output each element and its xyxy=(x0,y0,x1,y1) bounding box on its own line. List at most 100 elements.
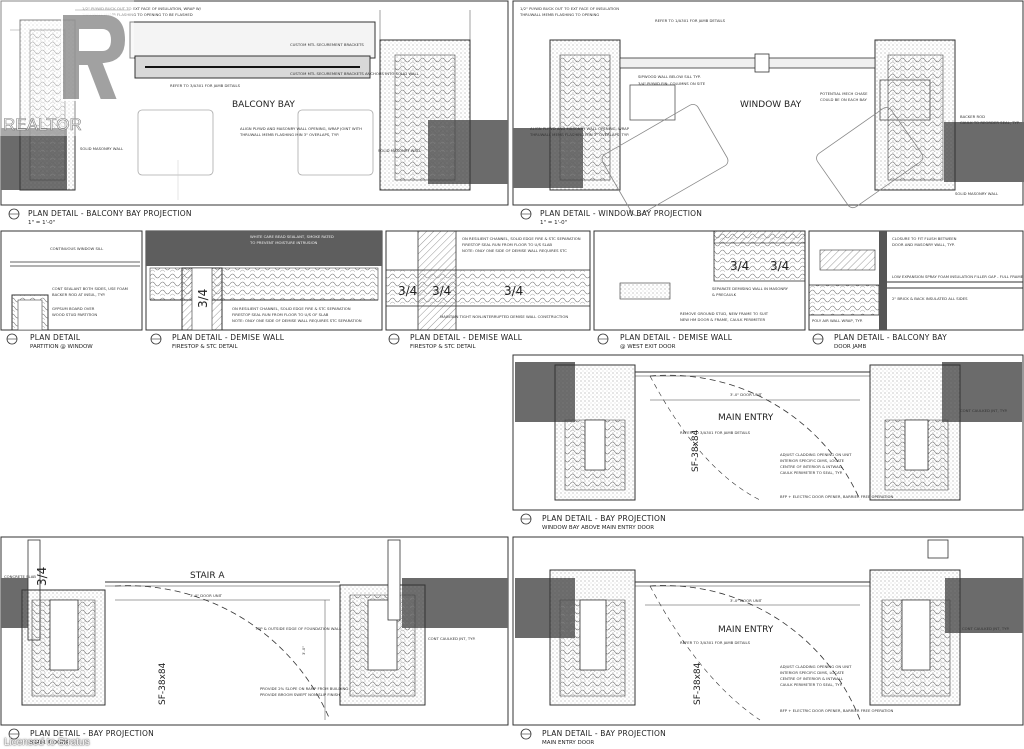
svg-text:SOLID MASONRY WALL: SOLID MASONRY WALL xyxy=(378,148,422,153)
svg-text:CLOSURE TO FIT FLUSH BETWEEN: CLOSURE TO FIT FLUSH BETWEEN xyxy=(892,236,957,241)
detail-title-7: PLAN DETAIL - BALCONY BAY xyxy=(834,333,947,342)
detail-subtitle-7: DOOR JAMB xyxy=(834,344,866,350)
svg-text:CONCRETE SLAB: CONCRETE SLAB xyxy=(4,574,36,579)
svg-text:THRUWALL MEMB FLASHING MIN 3": THRUWALL MEMB FLASHING MIN 3" OVERLAPS, … xyxy=(239,132,339,137)
detail-subtitle-8: WINDOW BAY ABOVE MAIN ENTRY DOOR xyxy=(542,525,654,531)
svg-text:ON RESILIENT CHANNEL, SOLID ED: ON RESILIENT CHANNEL, SOLID EDGE FIRE & … xyxy=(232,306,351,311)
panel-partition-at-window: CONTINUOUS WINDOW SILL CONT SEALANT BOTH… xyxy=(0,230,143,350)
door-tag: SF-38x84 xyxy=(691,429,701,472)
svg-text:POLY AIR WALL WRAP, TYP.: POLY AIR WALL WRAP, TYP. xyxy=(812,318,863,323)
detail-subtitle-9: STAIR A DOOR xyxy=(30,740,70,746)
realtor-logo: REALTOR ® xyxy=(0,0,134,136)
svg-text:CUSTOM MTL SECUREMENT BRACKETS: CUSTOM MTL SECUREMENT BRACKETS ANCHORS I… xyxy=(290,71,420,76)
detail-subtitle-10: MAIN ENTRY DOOR xyxy=(542,740,594,746)
registered-mark-icon: ® xyxy=(116,115,123,123)
panel-balcony-bay-door-jamb: CLOSURE TO FIT FLUSH BETWEEN DOOR AND MA… xyxy=(808,230,1024,350)
fraction-label: 3/4 xyxy=(730,259,749,273)
svg-text:BACKER ROD AT INSUL, TYP.: BACKER ROD AT INSUL, TYP. xyxy=(52,292,105,297)
svg-text:FIRESTOP SEAL RUN FROM FLOOR T: FIRESTOP SEAL RUN FROM FLOOR TO U/S SLAB xyxy=(462,242,552,247)
door-tag: SF-38x84 xyxy=(693,662,703,705)
svg-text:CONT CAULKED JNT, TYP.: CONT CAULKED JNT, TYP. xyxy=(428,636,476,641)
panel-balcony-bay-projection: BALCONY BAY CUSTOM MTL SECUREMENT BRACKE… xyxy=(0,0,509,226)
svg-text:SOLID MASONRY WALL: SOLID MASONRY WALL xyxy=(955,191,999,196)
detail-title-1: PLAN DETAIL - BALCONY BAY PROJECTION xyxy=(28,209,192,218)
panel-demise-wall-west-exit-door: 3/4 3/4 SEPARATE DEMISING WALL IN MASONR… xyxy=(593,230,806,350)
dimension-door: 3'-0" DOOR UNIT xyxy=(190,593,223,598)
detail-subtitle-5: FIRESTOP & STC DETAIL xyxy=(410,344,477,350)
svg-text:WOOD STUD PARTITION: WOOD STUD PARTITION xyxy=(52,312,97,317)
svg-text:3/4" PLYWD FIN: COLUMNS ON SIT: 3/4" PLYWD FIN: COLUMNS ON SITE xyxy=(638,81,706,86)
fraction-label: 3/4 xyxy=(770,259,789,273)
svg-text:DOOR AND MASONRY WALL, TYP.: DOOR AND MASONRY WALL, TYP. xyxy=(892,242,955,247)
panel-bay-projection-stair-a: 3/4 STAIR A SF-38x84 3'-0" DOOR UNIT 3'-… xyxy=(0,536,509,746)
svg-text:BFP + ELECTRIC DOOR OPENER, BA: BFP + ELECTRIC DOOR OPENER, BARRIER FREE… xyxy=(780,708,893,713)
svg-text:LOW EXPANSION SPRAY FOAM INSUL: LOW EXPANSION SPRAY FOAM INSULATION FILL… xyxy=(892,274,1024,279)
svg-text:SEPARATE DEMISING WALL IN MASO: SEPARATE DEMISING WALL IN MASONRY xyxy=(712,286,789,291)
detail-title-3: PLAN DETAIL xyxy=(30,333,81,342)
svg-text:ALIGN PLYWD AND MASONRY WALL O: ALIGN PLYWD AND MASONRY WALL OPENING, WR… xyxy=(240,126,362,131)
detail-title-6: PLAN DETAIL - DEMISE WALL xyxy=(620,333,733,342)
detail-title-2: PLAN DETAIL - WINDOW BAY PROJECTION xyxy=(540,209,702,218)
svg-text:WHITE CARE BEAD SEALANT, SMOKE: WHITE CARE BEAD SEALANT, SMOKE RATED xyxy=(250,234,334,239)
svg-text:COULD BE ON EACH BAY: COULD BE ON EACH BAY xyxy=(820,97,867,102)
svg-text:SOLID MASONRY WALL: SOLID MASONRY WALL xyxy=(80,146,124,151)
svg-text:CAULK PERIMETER TO SEAL, TYP.: CAULK PERIMETER TO SEAL, TYP. xyxy=(780,470,843,475)
svg-text:FIRESTOP SEAL RUN FROM FLOOR T: FIRESTOP SEAL RUN FROM FLOOR TO U/S OF S… xyxy=(232,312,329,317)
svg-text:CONT SEALANT BOTH SIDES, USE F: CONT SEALANT BOTH SIDES, USE FOAM xyxy=(52,286,128,291)
svg-text:REMOVE GROUND STUD, NEW FRAME: REMOVE GROUND STUD, NEW FRAME TO SUIT xyxy=(680,311,769,316)
svg-text:THRUWALL MEMB FLASHING TO OPEN: THRUWALL MEMB FLASHING TO OPENING TO BE … xyxy=(81,12,193,17)
fraction-label: 3/4 xyxy=(432,284,451,298)
panel-demise-wall-firestop-1: 3/4 WHITE CARE BEAD SEALANT, SMOKE RATED… xyxy=(145,230,383,350)
svg-text:INTERIOR SPECIFIC DIMS, LOCATE: INTERIOR SPECIFIC DIMS, LOCATE xyxy=(780,458,845,463)
svg-text:REFER TO 1/A301 FOR JAMB DETAI: REFER TO 1/A301 FOR JAMB DETAILS xyxy=(655,18,726,23)
svg-text:TOP & OUTSIDE EDGE OF FOUNDATI: TOP & OUTSIDE EDGE OF FOUNDATION WALL xyxy=(254,626,342,631)
detail-title-8: PLAN DETAIL - BAY PROJECTION xyxy=(542,514,666,523)
svg-text:2" BRICK & BACK INSULATED ALL: 2" BRICK & BACK INSULATED ALL SIDES xyxy=(892,296,968,301)
svg-text:CAULK PERIMETER TO SEAL, TYP.: CAULK PERIMETER TO SEAL, TYP. xyxy=(780,682,843,687)
svg-text:PROVIDE 2% SLOPE ON RAMP FROM: PROVIDE 2% SLOPE ON RAMP FROM BUILDING xyxy=(260,686,348,691)
svg-text:ADJUST CLADDING OPENING ON UNI: ADJUST CLADDING OPENING ON UNIT xyxy=(780,452,852,457)
svg-text:1/2" PLYWD BUCK OUT TO EXT FAC: 1/2" PLYWD BUCK OUT TO EXT FACE OF INSUL… xyxy=(82,6,202,11)
window-bay-label: WINDOW BAY xyxy=(740,100,802,110)
svg-text:ON RESILIENT CHANNEL, SOLID ED: ON RESILIENT CHANNEL, SOLID EDGE FIRE & … xyxy=(462,236,581,241)
main-entry-label: MAIN ENTRY xyxy=(718,625,774,635)
svg-text:POTENTIAL MECH CHASE: POTENTIAL MECH CHASE xyxy=(820,91,868,96)
fraction-label: 3/4 xyxy=(35,567,49,586)
svg-text:CUSTOM MTL SECUREMENT BRACKETS: CUSTOM MTL SECUREMENT BRACKETS xyxy=(290,42,364,47)
svg-text:NOTE: ONLY ONE SIDE OF DEMISE: NOTE: ONLY ONE SIDE OF DEMISE WALL REQUI… xyxy=(462,248,567,253)
dimension-door: 3'-0" DOOR UNIT xyxy=(730,392,763,397)
svg-text:REFER TO 3/A301 FOR JAMB DETAI: REFER TO 3/A301 FOR JAMB DETAILS xyxy=(170,83,241,88)
svg-text:SIPWOOD WALL BELOW SILL TYP.: SIPWOOD WALL BELOW SILL TYP. xyxy=(638,74,701,79)
svg-text:CAULK TO REORDER SEAL, TYP.: CAULK TO REORDER SEAL, TYP. xyxy=(960,120,1020,125)
panel-window-bay-projection: WINDOW BAY REFER TO 1/A301 FOR JAMB DETA… xyxy=(512,0,1024,226)
svg-text:ALIGN PLYWD AND MASONRY WALL O: ALIGN PLYWD AND MASONRY WALL OPENING, WR… xyxy=(530,126,630,131)
svg-text:PROVIDE BROOM SWEPT NON-SLIP F: PROVIDE BROOM SWEPT NON-SLIP FINISH xyxy=(260,692,340,697)
detail-title-5: PLAN DETAIL - DEMISE WALL xyxy=(410,333,523,342)
detail-title-10: PLAN DETAIL - BAY PROJECTION xyxy=(542,729,666,738)
svg-text:1/2" PLYWD BUCK OUT TO EXT FAC: 1/2" PLYWD BUCK OUT TO EXT FACE OF INSUL… xyxy=(520,6,619,11)
realtor-brand-text: REALTOR xyxy=(3,115,82,134)
svg-text:MAINTAIN TIGHT NON-INTERRUPTED: MAINTAIN TIGHT NON-INTERRUPTED DEMISE WA… xyxy=(440,314,568,319)
svg-text:THRUWALL MEMB FLASHING TO OPEN: THRUWALL MEMB FLASHING TO OPENING xyxy=(519,12,599,17)
fraction-label: 3/4 xyxy=(398,284,417,298)
svg-text:NOTE: ONLY ONE SIDE OF DEMISE: NOTE: ONLY ONE SIDE OF DEMISE WALL REQUI… xyxy=(232,318,362,323)
panel-bay-projection-main-entry-upper: MAIN ENTRY SF-38x84 3'-0" DOOR UNIT REFE… xyxy=(512,354,1024,531)
fraction-label: 3/4 xyxy=(196,289,210,308)
detail-subtitle-2: 1" = 1'-0" xyxy=(540,220,567,226)
svg-text:REFER TO 3/A301 FOR JAMB DETAI: REFER TO 3/A301 FOR JAMB DETAILS xyxy=(680,640,751,645)
dimension-door: 3'-0" DOOR UNIT xyxy=(730,598,763,603)
panel-bay-projection-main-entry-door: MAIN ENTRY SF-38x84 3'-0" DOOR UNIT REFE… xyxy=(512,536,1024,746)
svg-text:CONT CAULKED JNT, TYP.: CONT CAULKED JNT, TYP. xyxy=(962,626,1010,631)
svg-text:NEW HM DOOR & FRAME, CAULK PER: NEW HM DOOR & FRAME, CAULK PERIMETER xyxy=(680,317,765,322)
detail-subtitle-6: @ WEST EXIT DOOR xyxy=(620,344,676,350)
detail-subtitle-4: FIRESTOP & STC DETAIL xyxy=(172,344,239,350)
realtor-r-mark-icon xyxy=(61,13,128,101)
svg-text:CONTINUOUS WINDOW SILL: CONTINUOUS WINDOW SILL xyxy=(50,246,104,251)
svg-text:CENTRE OF INTERIOR & INTWALL: CENTRE OF INTERIOR & INTWALL xyxy=(780,464,844,469)
svg-text:GYPSUM BOARD OVER: GYPSUM BOARD OVER xyxy=(52,306,95,311)
detail-title-9: PLAN DETAIL - BAY PROJECTION xyxy=(30,729,154,738)
svg-text:BFP + ELECTRIC DOOR OPENER, BA: BFP + ELECTRIC DOOR OPENER, BARRIER FREE… xyxy=(780,494,893,499)
svg-text:ADJUST CLADDING OPENING ON UNI: ADJUST CLADDING OPENING ON UNIT xyxy=(780,664,852,669)
door-tag: SF-38x84 xyxy=(158,662,168,705)
